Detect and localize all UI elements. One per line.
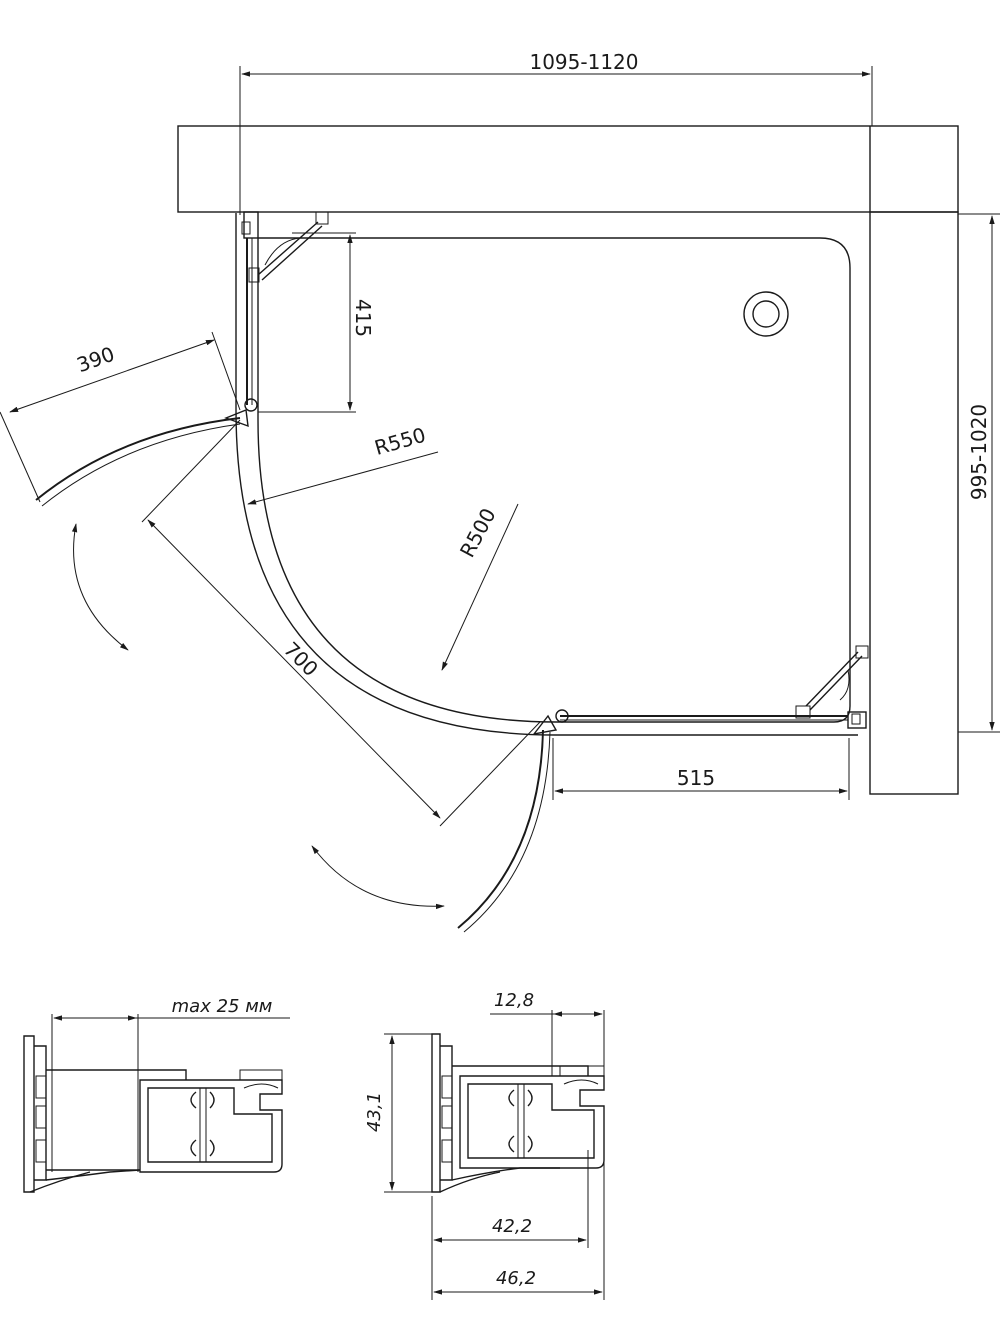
dim-fixed-height — [258, 232, 356, 413]
tray-inner-basin — [257, 237, 851, 723]
dim-inner-radius — [441, 503, 519, 671]
left-door-open — [35, 409, 249, 507]
dim-outer-radius — [247, 451, 439, 505]
total-depth-label: 995-1020 — [967, 404, 991, 500]
left-door-swing-arrow-icon — [71, 523, 129, 651]
dim-diagonal — [141, 419, 541, 827]
profile-outer-width-label: 46,2 — [496, 1268, 536, 1289]
dim-door-width — [0, 331, 241, 503]
dim-total-width — [239, 66, 873, 215]
left-wall-bracket — [243, 211, 259, 239]
tray-outline — [235, 213, 858, 736]
profile-detail-right — [384, 1010, 605, 1300]
right-support-bar — [805, 651, 863, 711]
diagonal-label: 700 — [279, 637, 323, 681]
right-hinge-icon — [555, 709, 569, 723]
shower-tray — [235, 213, 858, 736]
outer-radius-label: R550 — [372, 423, 429, 460]
fixed-height-label: 415 — [351, 299, 375, 337]
drain-outer-icon — [743, 291, 789, 337]
left-fixed-panel — [241, 211, 329, 412]
dim-total-depth — [958, 213, 1000, 733]
door-width-label: 390 — [74, 342, 118, 378]
profile-depth-label: 12,8 — [494, 990, 534, 1011]
inner-radius-label: R500 — [455, 504, 501, 561]
right-door-swing-arrow-icon — [311, 845, 445, 910]
right-fixed-panel — [555, 645, 869, 729]
profile-height-label: 43,1 — [364, 1092, 385, 1132]
profile-inner-width-label: 42,2 — [492, 1216, 532, 1237]
profile-detail-left — [23, 1014, 290, 1193]
max-adjust-label: max 25 мм — [172, 996, 273, 1017]
bottom-width-label: 515 — [677, 766, 715, 790]
right-door-open — [457, 714, 558, 933]
left-support-bar — [257, 221, 323, 281]
drain-inner-icon — [752, 300, 780, 328]
left-hinge-icon — [244, 398, 258, 412]
top-wall — [177, 125, 959, 213]
wall-hatching — [177, 125, 959, 795]
dim-bottom-width — [552, 738, 850, 800]
right-wall — [869, 211, 959, 795]
total-width-label: 1095-1120 — [529, 50, 638, 74]
